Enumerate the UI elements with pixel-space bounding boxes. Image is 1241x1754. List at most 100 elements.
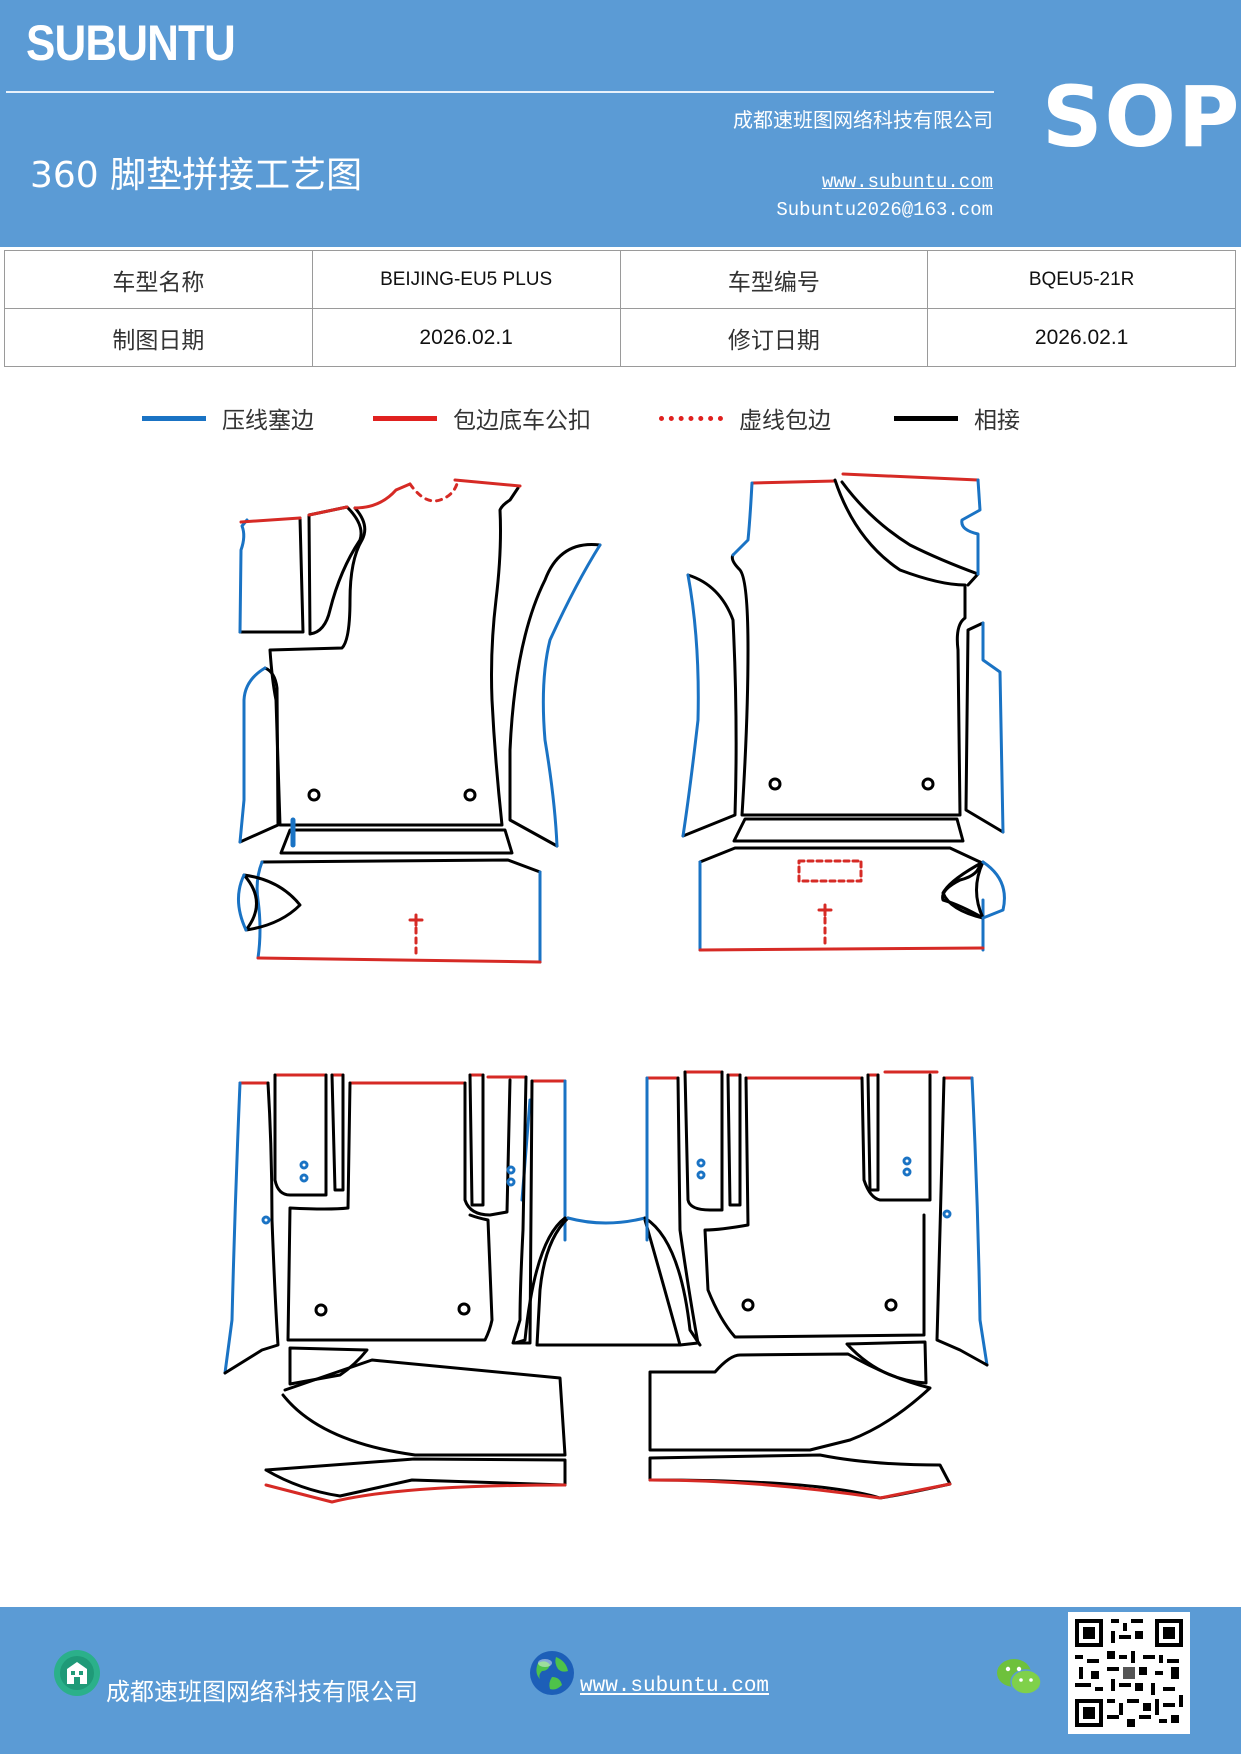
mat-piece [845,1340,928,1385]
drawing-date-value: 2026.02.1 [311,308,621,367]
mat-edge-blue [681,573,700,838]
model-code-value: BQEU5-21R [927,250,1236,309]
mount-hole [921,777,935,791]
mat-edge-blue [645,1076,989,1367]
mat-edge-red [264,1483,567,1504]
legend-label: 虚线包边 [739,408,831,434]
model-name-value: BEIJING-EU5 PLUS [311,250,621,309]
mount-hole [261,1215,271,1225]
legend-item-press-line: 压线塞边 [142,398,314,438]
mat-piece [676,1076,700,1347]
legend-swatch-black [894,415,958,421]
mount-hole [942,1209,952,1219]
mat-edge-red-dotted [408,478,460,503]
mount-hole [902,1156,912,1166]
footer-website-link[interactable]: www.subuntu.com [580,1675,770,1698]
wechat-icon [997,1659,1042,1695]
mount-hole [299,1173,309,1183]
mat-piece [242,873,302,932]
mat-piece [279,828,514,855]
website-link[interactable]: www.subuntu.com [821,171,993,193]
mount-hole [307,788,321,802]
mat-piece [260,858,542,964]
legend-swatch-blue [142,415,206,421]
mat-piece [698,846,982,864]
vehicle-info-table: 车型名称 BEIJING-EU5 PLUS 车型编号 BQEU5-21R 制图日… [4,250,1236,367]
center-tunnel-mat [513,1216,702,1347]
sop-badge: SOP [1042,68,1241,166]
legend-label: 包边底车公扣 [453,408,591,434]
mat-edge-red [645,1070,974,1080]
mat-piece [732,817,965,843]
mount-hole [463,788,477,802]
mat-edge-blue [698,860,985,952]
mat-piece [238,516,305,634]
rear-right-mat [645,1070,989,1500]
model-name-label: 车型名称 [4,250,313,309]
mat-piece [286,1081,494,1342]
mat-piece [840,480,980,587]
header-banner: SUBUNTU 成都速班图网络科技有限公司 360 脚垫拼接工艺图 www.su… [0,0,1241,247]
mat-piece [468,1073,485,1207]
drawing-date-label: 制图日期 [4,308,313,367]
front-right-mat [681,472,1006,952]
mat-edge-red [353,478,522,510]
mat-piece [281,1358,567,1457]
mat-piece [330,1073,345,1192]
mat-piece [866,1073,880,1192]
mat-edge-blue [566,1216,647,1225]
mat-piece [964,621,1005,834]
legend-label: 压线塞边 [222,408,314,434]
mount-hole [902,1167,912,1177]
mat-edge-blue [255,860,542,964]
mat-piece [860,1073,932,1202]
mat-edge-blue [541,543,602,848]
snap-clip-icon [408,913,424,927]
brand-logo: SUBUNTU [26,15,236,71]
mat-edge-blue [238,666,267,844]
building-icon [54,1650,100,1696]
mat-edge-red [238,1073,567,1085]
mat-edge-red [307,505,349,517]
document-title: 360 脚垫拼接工艺图 [30,155,363,196]
mount-hole [741,1298,755,1312]
mat-piece [703,1076,926,1339]
mat-piece [238,666,280,844]
mount-hole [696,1170,706,1180]
legend-swatch-red [373,415,437,421]
table-row: 制图日期 2026.02.1 修订日期 2026.02.1 [4,308,1236,367]
mat-edge-blue [981,621,1005,834]
mat-piece [726,1073,742,1207]
model-code-label: 车型编号 [619,250,929,309]
mat-piece [307,505,363,636]
mount-hole [884,1298,898,1312]
mount-hole [696,1158,706,1168]
legend-swatch-red-dotted [659,415,723,421]
rear-left-mat [223,1073,567,1504]
header-divider [6,91,994,93]
mat-edge-red [751,472,980,485]
globe-icon [530,1651,574,1695]
mat-piece [935,1076,989,1367]
legend-item-edge-wrap: 包边底车公扣 [373,398,591,438]
revision-date-label: 修订日期 [619,308,929,367]
mat-piece [513,1216,702,1347]
mat-piece [648,1352,932,1452]
front-left-mat [237,478,602,964]
mount-hole [768,777,782,791]
mat-piece [463,1078,512,1217]
mat-edge-red [256,956,542,964]
mount-hole [506,1177,516,1187]
mat-edge-blue [238,518,249,634]
qr-code [1068,1612,1190,1734]
mat-edge-blue [981,860,1006,920]
mat-edge-red [648,1478,952,1500]
footer-banner: 成都速班图网络科技有限公司 www.subuntu.com [0,1607,1241,1754]
mat-edge-red [698,946,985,952]
legend-item-joint: 相接 [894,398,1020,438]
mount-hole [506,1165,516,1175]
mat-piece [508,542,602,848]
company-name: 成都速班图网络科技有限公司 [733,108,993,132]
mat-piece [511,1075,534,1345]
mat-edge-blue [237,873,248,932]
